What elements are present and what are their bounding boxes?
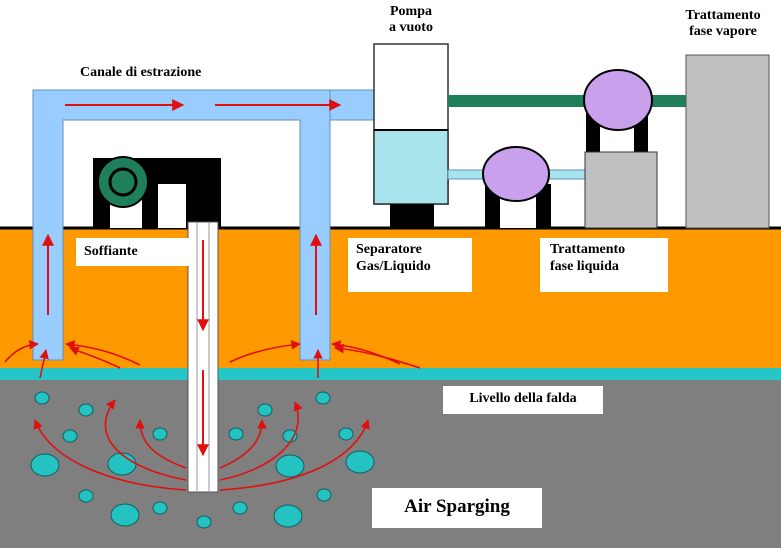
vapor-treatment-label-line-1: Trattamento xyxy=(685,8,761,23)
air-bubble-icon xyxy=(152,427,168,441)
injection-well xyxy=(187,221,219,493)
pump-label: Pompa a vuoto xyxy=(381,4,441,36)
air-bubble-icon xyxy=(282,429,298,443)
air-bubble-icon xyxy=(228,427,244,441)
extraction-pipe xyxy=(32,89,377,361)
dispersion-arrow xyxy=(33,419,187,491)
air-bubble-icon xyxy=(30,453,60,477)
air-bubble-icon xyxy=(34,391,50,405)
dispersion-arrow xyxy=(135,419,187,469)
separator-label: Separatore Gas/Liquido xyxy=(348,238,472,292)
air-bubbles xyxy=(30,391,375,529)
air-bubble-icon xyxy=(152,501,168,515)
convergence-arrow xyxy=(65,340,141,366)
pipe-flow-arrows xyxy=(42,99,342,315)
separator-unit xyxy=(482,146,551,228)
liquid-treatment-unit xyxy=(583,69,658,229)
pump-label-line-1: Pompa xyxy=(390,4,432,19)
extraction-channel-label: Canale di estrazione xyxy=(80,65,202,80)
sphere-icon xyxy=(583,69,653,131)
air-bubble-icon xyxy=(196,515,212,529)
air-bubble-icon xyxy=(338,427,354,441)
vapor-treatment-label: Trattamento fase vapore xyxy=(668,8,778,40)
liquid-treatment-label-line-2: fase liquida xyxy=(550,258,619,274)
convergence-arrow xyxy=(229,340,301,363)
vapor-treatment-tank xyxy=(685,54,770,229)
convergence-arrow xyxy=(39,349,49,379)
air-bubble-icon xyxy=(232,501,248,515)
air-bubble-icon xyxy=(275,454,305,478)
water-table-label: Livello della falda xyxy=(443,386,603,414)
air-bubble-icon xyxy=(107,452,137,476)
separator-label-line-1: Separatore xyxy=(356,242,422,257)
convergence-arrow xyxy=(334,343,421,369)
convergence-arrow xyxy=(4,339,39,363)
vapor-treatment-label-line-2: fase vapore xyxy=(689,24,757,40)
air-bubble-icon xyxy=(62,429,78,443)
air-bubble-icon xyxy=(78,403,94,417)
blower-unit xyxy=(93,156,221,228)
convergence-arrow xyxy=(69,346,121,369)
air-bubble-icon xyxy=(315,391,331,405)
air-bubble-icon xyxy=(345,450,375,474)
air-bubble-icon xyxy=(316,488,332,502)
air-bubble-icon xyxy=(257,403,273,417)
dispersion-arrow xyxy=(104,399,187,481)
dispersion-arrow xyxy=(219,419,370,491)
separator-label-line-2: Gas/Liquido xyxy=(356,258,431,274)
air-bubble-icon xyxy=(110,503,140,527)
vacuum-pump xyxy=(373,43,449,228)
blower-icon xyxy=(97,156,149,208)
air-bubble-icon xyxy=(78,489,94,503)
air-sparging-label: Air Sparging xyxy=(372,488,542,528)
liquid-treatment-label: Trattamento fase liquida xyxy=(540,238,668,292)
dispersion-arrow xyxy=(219,401,303,481)
pump-liquid xyxy=(373,129,449,205)
air-bubble-icon xyxy=(273,504,303,528)
sphere-icon xyxy=(482,146,550,202)
blower-label: Soffiante xyxy=(76,238,192,266)
liquid-treatment-label-line-1: Trattamento xyxy=(550,242,626,257)
dispersion-arrows xyxy=(4,339,421,491)
pump-label-line-2: a vuoto xyxy=(389,20,433,36)
liquid-treatment-tank xyxy=(584,151,658,229)
water-table-line xyxy=(0,368,781,380)
dispersion-arrow xyxy=(219,419,267,469)
